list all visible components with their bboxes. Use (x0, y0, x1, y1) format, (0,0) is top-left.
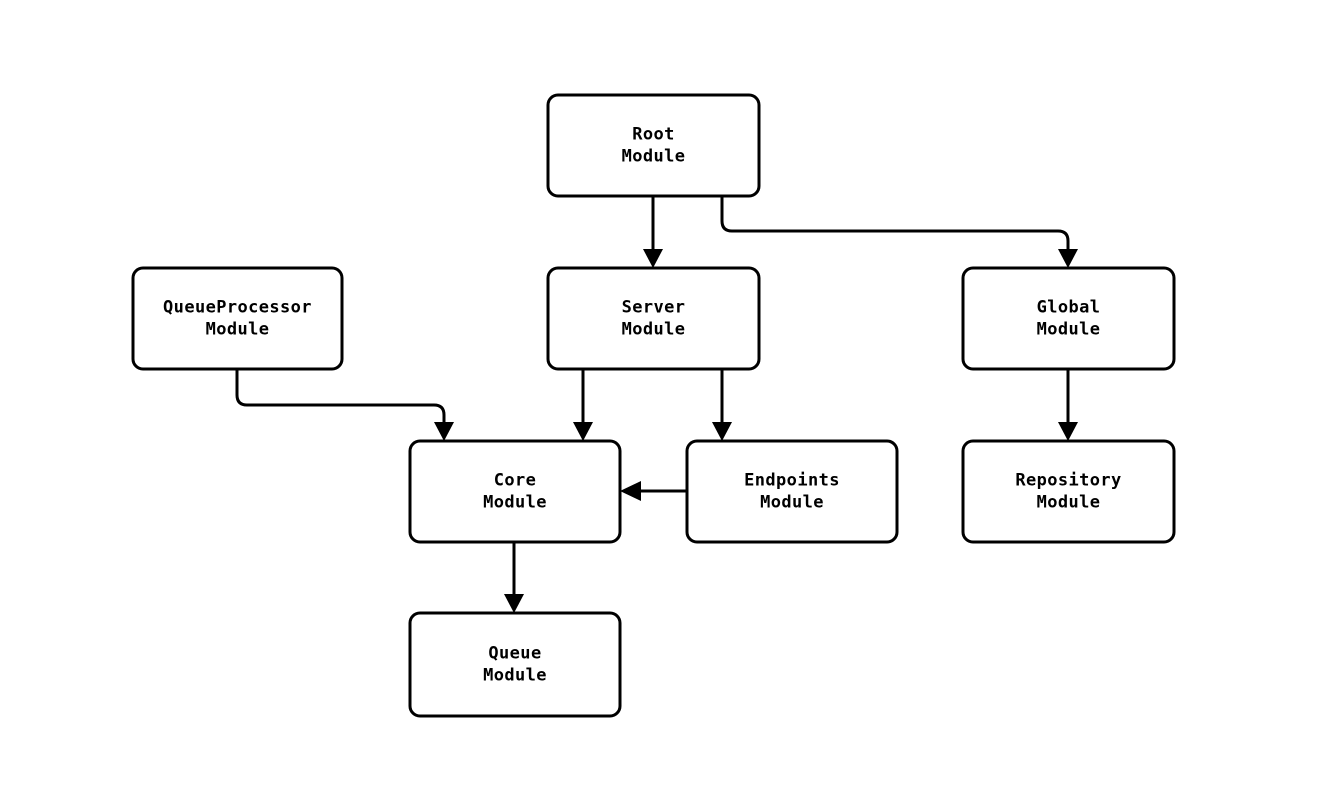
queueprocessor-module-label-line2: Module (206, 320, 270, 340)
repository-module-box[interactable] (961, 439, 1176, 544)
edge-root-to-server-arrowhead-icon (643, 249, 663, 268)
edge-queueprocessor-to-core-arrowhead-icon (434, 422, 454, 441)
edge-server-to-endpoints: Server Module to Endpoints Module (712, 369, 732, 441)
edge-global-to-repository-arrowhead-icon (1058, 422, 1078, 441)
core-module-label-line1: Core (494, 471, 537, 491)
global-module-box[interactable] (961, 266, 1176, 371)
core-module-box[interactable] (408, 439, 622, 544)
edge-queueprocessor-to-core-line (235, 369, 446, 425)
global-module-label-line1: Global (1037, 298, 1101, 318)
repository-module-label-line2: Module (1037, 493, 1101, 513)
edge-root-to-global: Root Module to Global Module (720, 196, 1078, 268)
endpoints-module-box[interactable] (685, 439, 899, 544)
edge-server-to-endpoints-arrowhead-icon (712, 422, 732, 441)
edge-core-to-queue: Core Module to Queue Module (504, 542, 524, 613)
endpoints-module-label-line2: Module (760, 493, 824, 513)
core-module-label-line2: Module (483, 493, 547, 513)
server-module-box[interactable] (546, 266, 761, 371)
edge-server-to-core: Server Module to Core Module (573, 369, 593, 441)
edges-layer: Root Module to Server Module Root Module … (235, 196, 1078, 613)
queue-module-label-line1: Queue (488, 644, 541, 664)
global-module-label-line2: Module (1037, 320, 1101, 340)
root-module-label-line2: Module (622, 147, 686, 167)
queueprocessor-module-label-line1: QueueProcessor (163, 298, 312, 318)
repository-module-label-line1: Repository (1015, 471, 1121, 491)
root-module-box[interactable] (546, 93, 761, 198)
edge-root-to-global-line (720, 196, 1070, 252)
edge-core-to-queue-arrowhead-icon (504, 594, 524, 613)
server-module-label-line1: Server (622, 298, 686, 318)
edge-root-to-global-arrowhead-icon (1058, 249, 1078, 268)
edge-queueprocessor-to-core: QueueProcessor Module to Core Module (235, 369, 454, 441)
edge-global-to-repository: Global Module to Repository Module (1058, 369, 1078, 441)
endpoints-module-label-line1: Endpoints (744, 471, 840, 491)
edge-root-to-server: Root Module to Server Module (643, 196, 663, 268)
queueprocessor-module-box[interactable] (131, 266, 344, 371)
nodes-layer: RootModuleQueueProcessorModuleServerModu… (131, 93, 1176, 718)
queue-module-box[interactable] (408, 611, 622, 718)
queue-module-label-line2: Module (483, 666, 547, 686)
edge-endpoints-to-core: Endpoints Module to Core Module (620, 481, 687, 501)
server-module-label-line2: Module (622, 320, 686, 340)
root-module-label-line1: Root (632, 125, 675, 145)
edge-endpoints-to-core-arrowhead-icon (620, 481, 641, 501)
edge-server-to-core-arrowhead-icon (573, 422, 593, 441)
